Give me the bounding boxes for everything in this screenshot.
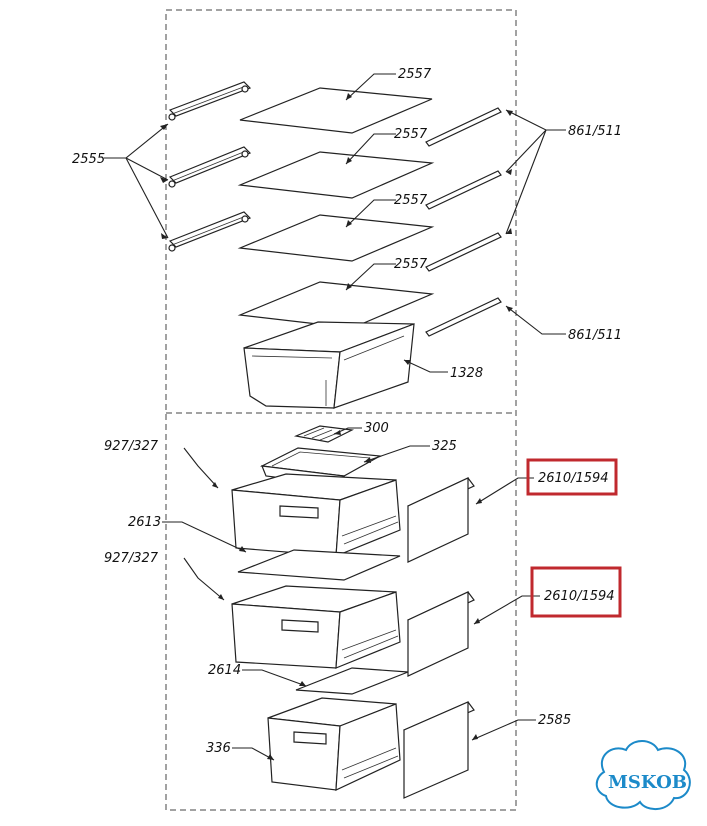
- shelf-trim-2: [425, 170, 502, 210]
- glass-shelf-2: [237, 151, 435, 199]
- highlight-box-middle: [530, 566, 622, 618]
- shelf-trim-3: [425, 232, 502, 272]
- upper-drawer: [231, 473, 401, 557]
- bottom-drawer: [267, 697, 401, 791]
- label-300: 300: [364, 421, 389, 436]
- mskob-logo: MSKOB: [595, 740, 691, 810]
- glass-shelf-3: [237, 214, 435, 262]
- label-1328: 1328: [450, 366, 483, 381]
- label-861-511-upper: 861/511: [568, 124, 622, 139]
- drawer-front-middle: [407, 591, 475, 677]
- label-927-327-middle: 927/327: [104, 551, 159, 566]
- drawer-cover-2614: [295, 667, 409, 695]
- glass-shelf-4: [237, 281, 435, 329]
- label-927-327-upper: 927/327: [104, 439, 159, 454]
- logo-text: MSKOB: [608, 772, 687, 793]
- middle-drawer: [231, 585, 401, 669]
- shelf-trim-1: [425, 107, 502, 147]
- shelf-rail-2: [168, 146, 252, 188]
- shelf-rail-1: [168, 81, 252, 121]
- label-2614: 2614: [208, 663, 241, 678]
- shelf-rail-3: [168, 211, 252, 252]
- arrowheads: [160, 93, 513, 760]
- label-861-511-lower: 861/511: [568, 328, 622, 343]
- label-2610-1594-middle: 2610/1594: [544, 589, 615, 604]
- drawer-front-upper: [407, 477, 475, 563]
- label-2557-3: 2557: [394, 193, 428, 208]
- leader-lines: [104, 73, 566, 761]
- label-2555: 2555: [72, 152, 105, 167]
- drawer-front-bottom: [403, 701, 475, 799]
- drawer-cover-2613: [237, 549, 401, 581]
- label-336: 336: [206, 741, 231, 756]
- label-2557-2: 2557: [394, 127, 428, 142]
- label-2585: 2585: [538, 713, 571, 728]
- shelf-trim-4: [425, 297, 502, 337]
- label-2610-1594-upper: 2610/1594: [538, 471, 609, 486]
- crisper-box: [243, 321, 415, 409]
- glass-shelf-1: [239, 87, 433, 134]
- label-2557-1: 2557: [398, 67, 432, 82]
- label-2557-4: 2557: [394, 257, 428, 272]
- highlight-box-upper: [526, 458, 618, 496]
- label-325: 325: [432, 439, 457, 454]
- label-2613: 2613: [128, 515, 161, 530]
- assembly-outline: [165, 9, 517, 811]
- egg-insert: [293, 425, 355, 443]
